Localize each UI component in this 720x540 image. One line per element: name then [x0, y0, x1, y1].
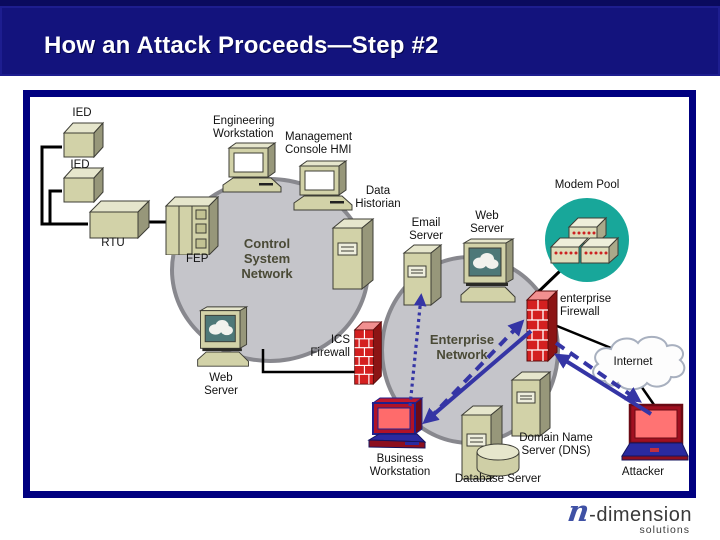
ied-device-top: [59, 120, 105, 163]
server-tower-icon: [510, 370, 552, 438]
title-bar: How an Attack Proceeds—Step #2: [0, 0, 720, 76]
company-logo: n-dimension solutions: [565, 494, 692, 536]
rtu-label: RTU: [101, 237, 125, 249]
compromised-workstation-icon: [367, 397, 427, 449]
attacker-laptop-icon: [621, 403, 689, 461]
ied-top-label: IED: [72, 107, 92, 119]
email-server-label: Email Server: [409, 217, 443, 242]
server-tower-icon: [331, 217, 375, 291]
data-historian-label: Data Historian: [355, 185, 401, 210]
management-console-device: [292, 159, 354, 218]
email-server-device: [401, 243, 447, 312]
modem-pool-label: Modem Pool: [554, 179, 620, 191]
ied-bottom-label: IED: [70, 159, 90, 171]
fep-label: FEP: [186, 253, 209, 265]
enterprise-firewall-label: enterprise Firewall: [560, 293, 612, 318]
engineering-workstation-device: [221, 141, 283, 200]
fep-device: [163, 195, 221, 260]
database-server-label: Database Server: [454, 473, 542, 485]
enterprise-network-label: Enterprise Network: [429, 332, 495, 362]
logo-wordmark: n-dimension: [565, 494, 692, 528]
web-server-enterprise-label: Web Server: [470, 210, 504, 235]
console-computer-icon: [293, 160, 353, 211]
firewall-brick-icon: [525, 289, 559, 363]
data-historian-device: [330, 217, 380, 296]
attacker-label: Attacker: [621, 466, 665, 478]
rtu-box-icon: [88, 199, 151, 240]
business-workstation-device: [365, 395, 431, 458]
ied-box-icon: [62, 121, 105, 159]
modem-pool-device: [544, 197, 630, 288]
attacker-device: [618, 402, 690, 471]
engineering-workstation-label: Engineering Workstation: [213, 115, 275, 140]
web-server-control-device: [193, 305, 255, 374]
logo-name-text: -dimension: [589, 504, 692, 526]
web-server-computer-icon: [197, 306, 249, 367]
workstation-computer-icon: [222, 142, 282, 193]
firewall-brick-icon: [353, 320, 383, 386]
fep-cabinet-icon: [164, 195, 220, 257]
web-server-control-label: Web Server: [204, 372, 238, 397]
logo-n-glyph: n: [565, 494, 592, 528]
ics-firewall-device: [352, 315, 384, 396]
domain-name-server-label: Domain Name Server (DNS): [519, 432, 593, 457]
logo-tagline: solutions: [639, 524, 690, 536]
business-workstation-label: Business Workstation: [369, 453, 431, 478]
ics-firewall-label: ICS Firewall: [310, 334, 350, 359]
enterprise-firewall-device: [524, 287, 560, 370]
slide-title: How an Attack Proceeds—Step #2: [44, 32, 439, 59]
management-console-label: Management Console HMI: [285, 131, 353, 156]
web-server-enterprise-device: [459, 237, 519, 310]
web-server-computer-icon: [460, 238, 516, 303]
internet-label: Internet: [613, 356, 653, 368]
server-tower-icon: [402, 243, 443, 307]
domain-name-server-device: [509, 370, 557, 443]
modem-pool-icon: [545, 198, 629, 282]
control-system-network-label: Control System Network: [241, 236, 293, 281]
rtu-device: [85, 197, 151, 244]
